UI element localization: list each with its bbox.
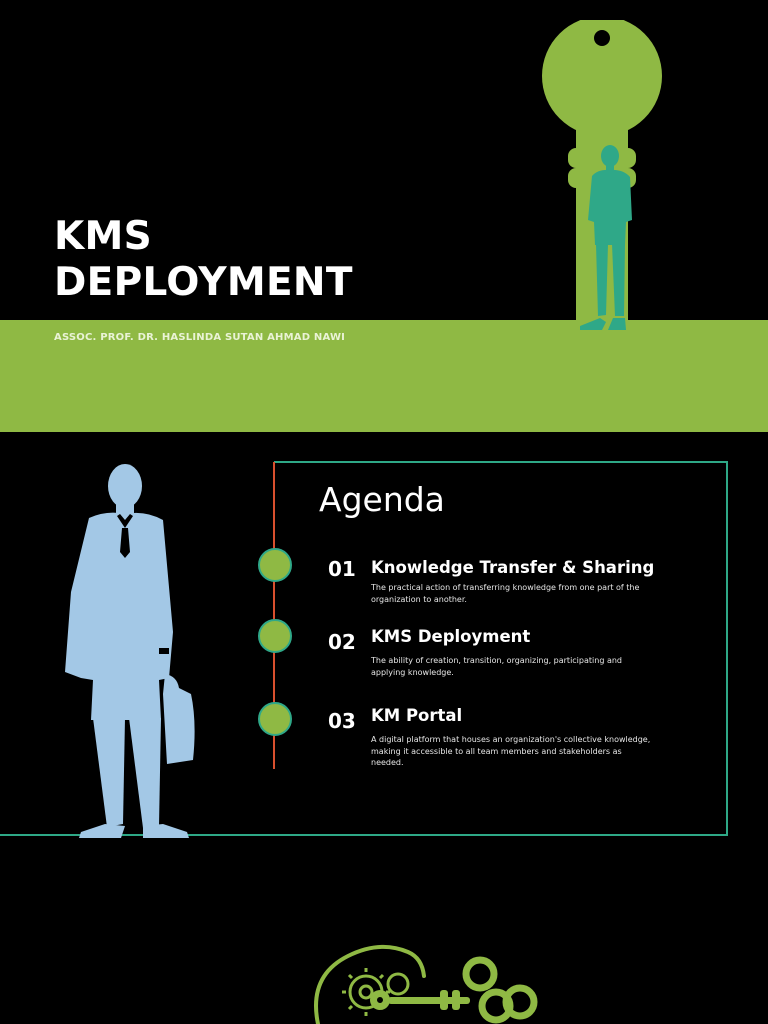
agenda-item-title: KMS Deployment [371,627,531,646]
page-title: KMS DEPLOYMENT [54,214,353,306]
timeline-bullet-1 [258,548,292,582]
agenda-item-number: 03 [328,709,356,733]
agenda-item-description: The practical action of transferring kno… [371,583,640,604]
agenda-item-number: 01 [328,557,356,581]
agenda-item-description: A digital platform that houses an organi… [371,735,651,767]
author-name: ASSOC. PROF. DR. HASLINDA SUTAN AHMAD NA… [54,332,346,343]
timeline-bullet-2 [258,619,292,653]
agenda-item-description: The ability of creation, transition, org… [371,656,622,677]
title-line-1: KMS [54,214,153,259]
agenda-item-title: KM Portal [371,706,463,725]
businessman-silhouette-icon [65,464,195,838]
timeline-bullet-3 [258,702,292,736]
agenda-item-number: 02 [328,630,356,654]
key-person-icon [542,20,662,332]
agenda-item-title: Knowledge Transfer & Sharing [371,558,655,577]
agenda-title: Agenda [319,480,445,519]
head-gear-key-icon [314,944,538,1024]
green-band [0,320,768,432]
title-line-2: DEPLOYMENT [54,260,353,305]
